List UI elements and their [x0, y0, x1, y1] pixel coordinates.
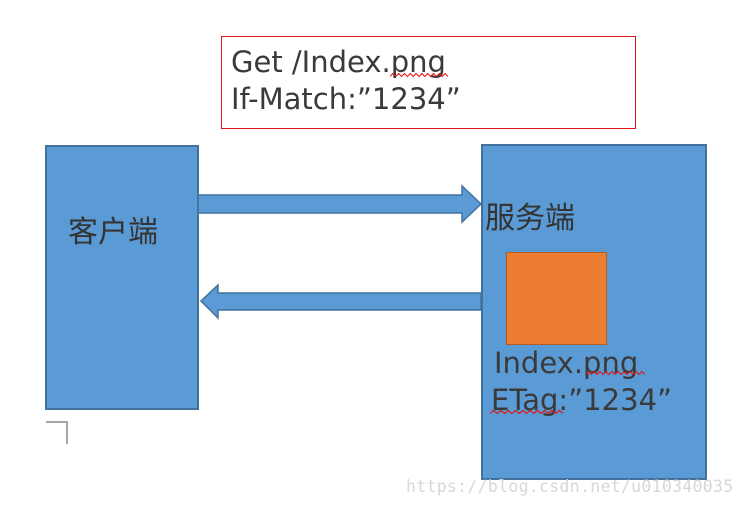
request-line-if-match: If-Match:”1234” [231, 82, 461, 116]
spellcheck-squiggle-icon [390, 72, 448, 78]
watermark: https://blog.csdn.net/u010340035 [406, 477, 734, 496]
spellcheck-squiggle-icon [585, 370, 645, 376]
server-node: 服务端 Index.png ETag:”1234” [481, 144, 707, 480]
request-box: Get /Index.png If-Match:”1234” [221, 36, 636, 129]
request-arrow-icon [198, 184, 483, 224]
server-label: 服务端 [485, 201, 575, 236]
corner-mark [46, 421, 68, 444]
file-shape [506, 252, 607, 345]
client-node: 客户端 [45, 145, 199, 410]
spellcheck-squiggle-icon [490, 409, 563, 415]
client-label: 客户端 [68, 215, 158, 250]
response-arrow-icon [199, 283, 482, 320]
